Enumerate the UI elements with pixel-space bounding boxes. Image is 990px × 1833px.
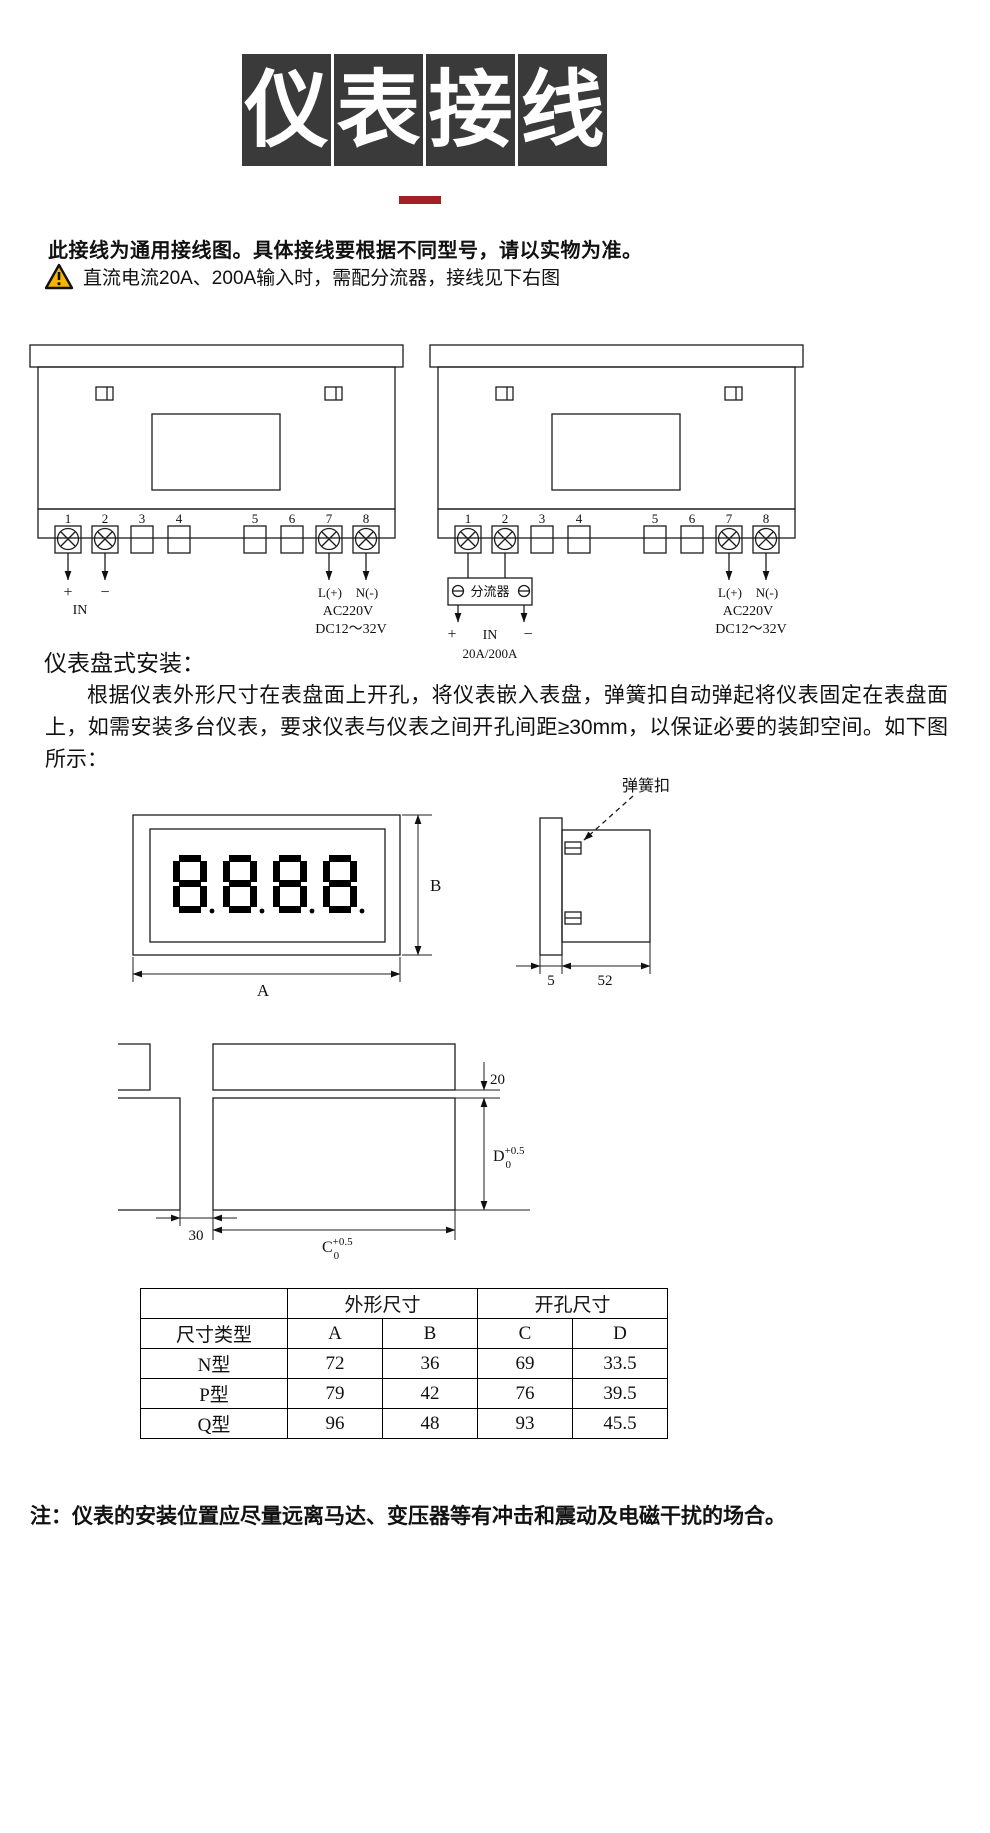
value-cell: 79	[287, 1378, 383, 1409]
cutout-shapes	[118, 1043, 456, 1211]
title-char: 接	[426, 54, 515, 166]
value-cell: 69	[477, 1348, 573, 1379]
left-meter-leads	[64, 553, 370, 581]
title-char: 仪	[242, 54, 331, 166]
value-cell: 93	[477, 1408, 573, 1439]
footer-note: 注：仪表的安装位置应尽量远离马达、变压器等有冲击和震动及电磁干扰的场合。	[30, 1505, 786, 1528]
neutral-label: N(-)	[756, 585, 778, 600]
title-char: 表	[334, 54, 423, 166]
dim-depth-label: 52	[598, 973, 613, 989]
line-label: L(+)	[718, 585, 742, 600]
intro-bold-line: 此接线为通用接线图。具体接线要根据不同型号，请以实物为准。	[48, 240, 643, 262]
wiring-diagrams: 1 2 3 4 5 6 7 8	[29, 344, 804, 661]
value-cell: 42	[382, 1378, 478, 1409]
value-cell: 33.5	[572, 1348, 668, 1379]
title-char: 线	[518, 54, 607, 166]
input-label: IN	[483, 628, 498, 643]
type-cell: P型	[140, 1378, 288, 1409]
side-view	[539, 795, 651, 956]
input-label: IN	[73, 603, 88, 618]
col-header: B	[382, 1318, 478, 1349]
front-view-dimensions	[132, 814, 432, 982]
minus-label: −	[523, 626, 532, 643]
table-row: P型 79 42 76 39.5	[140, 1378, 668, 1409]
type-cell: N型	[140, 1348, 288, 1379]
cutout-dimensions	[156, 1062, 530, 1240]
value-cell: 45.5	[572, 1408, 668, 1439]
col-header: D	[572, 1318, 668, 1349]
dim-b-label: B	[430, 876, 441, 895]
dim-side-gap-label: 30	[189, 1228, 204, 1244]
row-header-cell: 尺寸类型	[140, 1318, 288, 1349]
col-header: A	[287, 1318, 383, 1349]
type-cell: Q型	[140, 1408, 288, 1439]
table-row: N型 72 36 69 33.5	[140, 1348, 668, 1379]
mounting-paragraph: 根据仪表外形尺寸在表盘面上开孔，将仪表嵌入表盘，弹簧扣自动弹起将仪表固定在表盘面…	[45, 684, 948, 771]
left-meter-labels: + − IN L(+) N(-) AC220V DC12～32V	[63, 584, 386, 637]
dim-bezel-label: 5	[547, 973, 555, 989]
shunt-label: 分流器	[470, 584, 509, 599]
dc-supply-label: DC12～32V	[315, 622, 387, 637]
group-header-cutout: 开孔尺寸	[477, 1288, 668, 1319]
neutral-label: N(-)	[356, 585, 378, 600]
table-column-header-row: 尺寸类型 A B C D	[140, 1318, 668, 1349]
dimension-table: 外形尺寸 开孔尺寸 尺寸类型 A B C D N型 72 36 69 33.5 …	[140, 1288, 668, 1439]
table-row: Q型 96 48 93 45.5	[140, 1408, 668, 1439]
value-cell: 96	[287, 1408, 383, 1439]
mounting-heading: 仪表盘式安装：	[44, 650, 205, 676]
dim-top-gap-label: 20	[490, 1072, 505, 1088]
shunt-circuit	[447, 553, 770, 623]
meter-views: B A 弹簧扣 5 52	[132, 776, 670, 1000]
ac-supply-label: AC220V	[323, 604, 374, 619]
value-cell: 36	[382, 1348, 478, 1379]
plus-label: +	[63, 584, 72, 601]
warning-text: 直流电流20A、200A输入时，需配分流器，接线见下右图	[83, 268, 561, 289]
col-header: C	[477, 1318, 573, 1349]
value-cell: 72	[287, 1348, 383, 1379]
spring-clip-label: 弹簧扣	[622, 776, 670, 795]
front-view	[132, 814, 401, 956]
table-corner-cell	[140, 1288, 288, 1319]
ac-supply-label: AC220V	[723, 604, 774, 619]
group-header-outline: 外形尺寸	[287, 1288, 478, 1319]
right-meter-labels: 分流器 + − IN 20A/200A L(+) N(-) AC220V DC1…	[447, 584, 786, 661]
title-divider	[399, 196, 441, 204]
warning-row: 直流电流20A、200A输入时，需配分流器，接线见下右图	[44, 263, 560, 290]
line-label: L(+)	[318, 585, 342, 600]
page-title: 仪 表 接 线	[242, 54, 607, 166]
table-group-header-row: 外形尺寸 开孔尺寸	[140, 1288, 668, 1319]
value-cell: 76	[477, 1378, 573, 1409]
side-view-dimensions	[516, 942, 651, 974]
display-digits	[173, 855, 365, 914]
value-cell: 48	[382, 1408, 478, 1439]
minus-label: −	[100, 584, 109, 601]
dim-a-label: A	[257, 981, 270, 1000]
shunt-box	[447, 577, 533, 606]
dc-supply-label: DC12～32V	[715, 622, 787, 637]
range-label: 20A/200A	[463, 646, 519, 661]
value-cell: 39.5	[572, 1378, 668, 1409]
plus-label: +	[447, 626, 456, 643]
warning-icon	[44, 263, 74, 290]
